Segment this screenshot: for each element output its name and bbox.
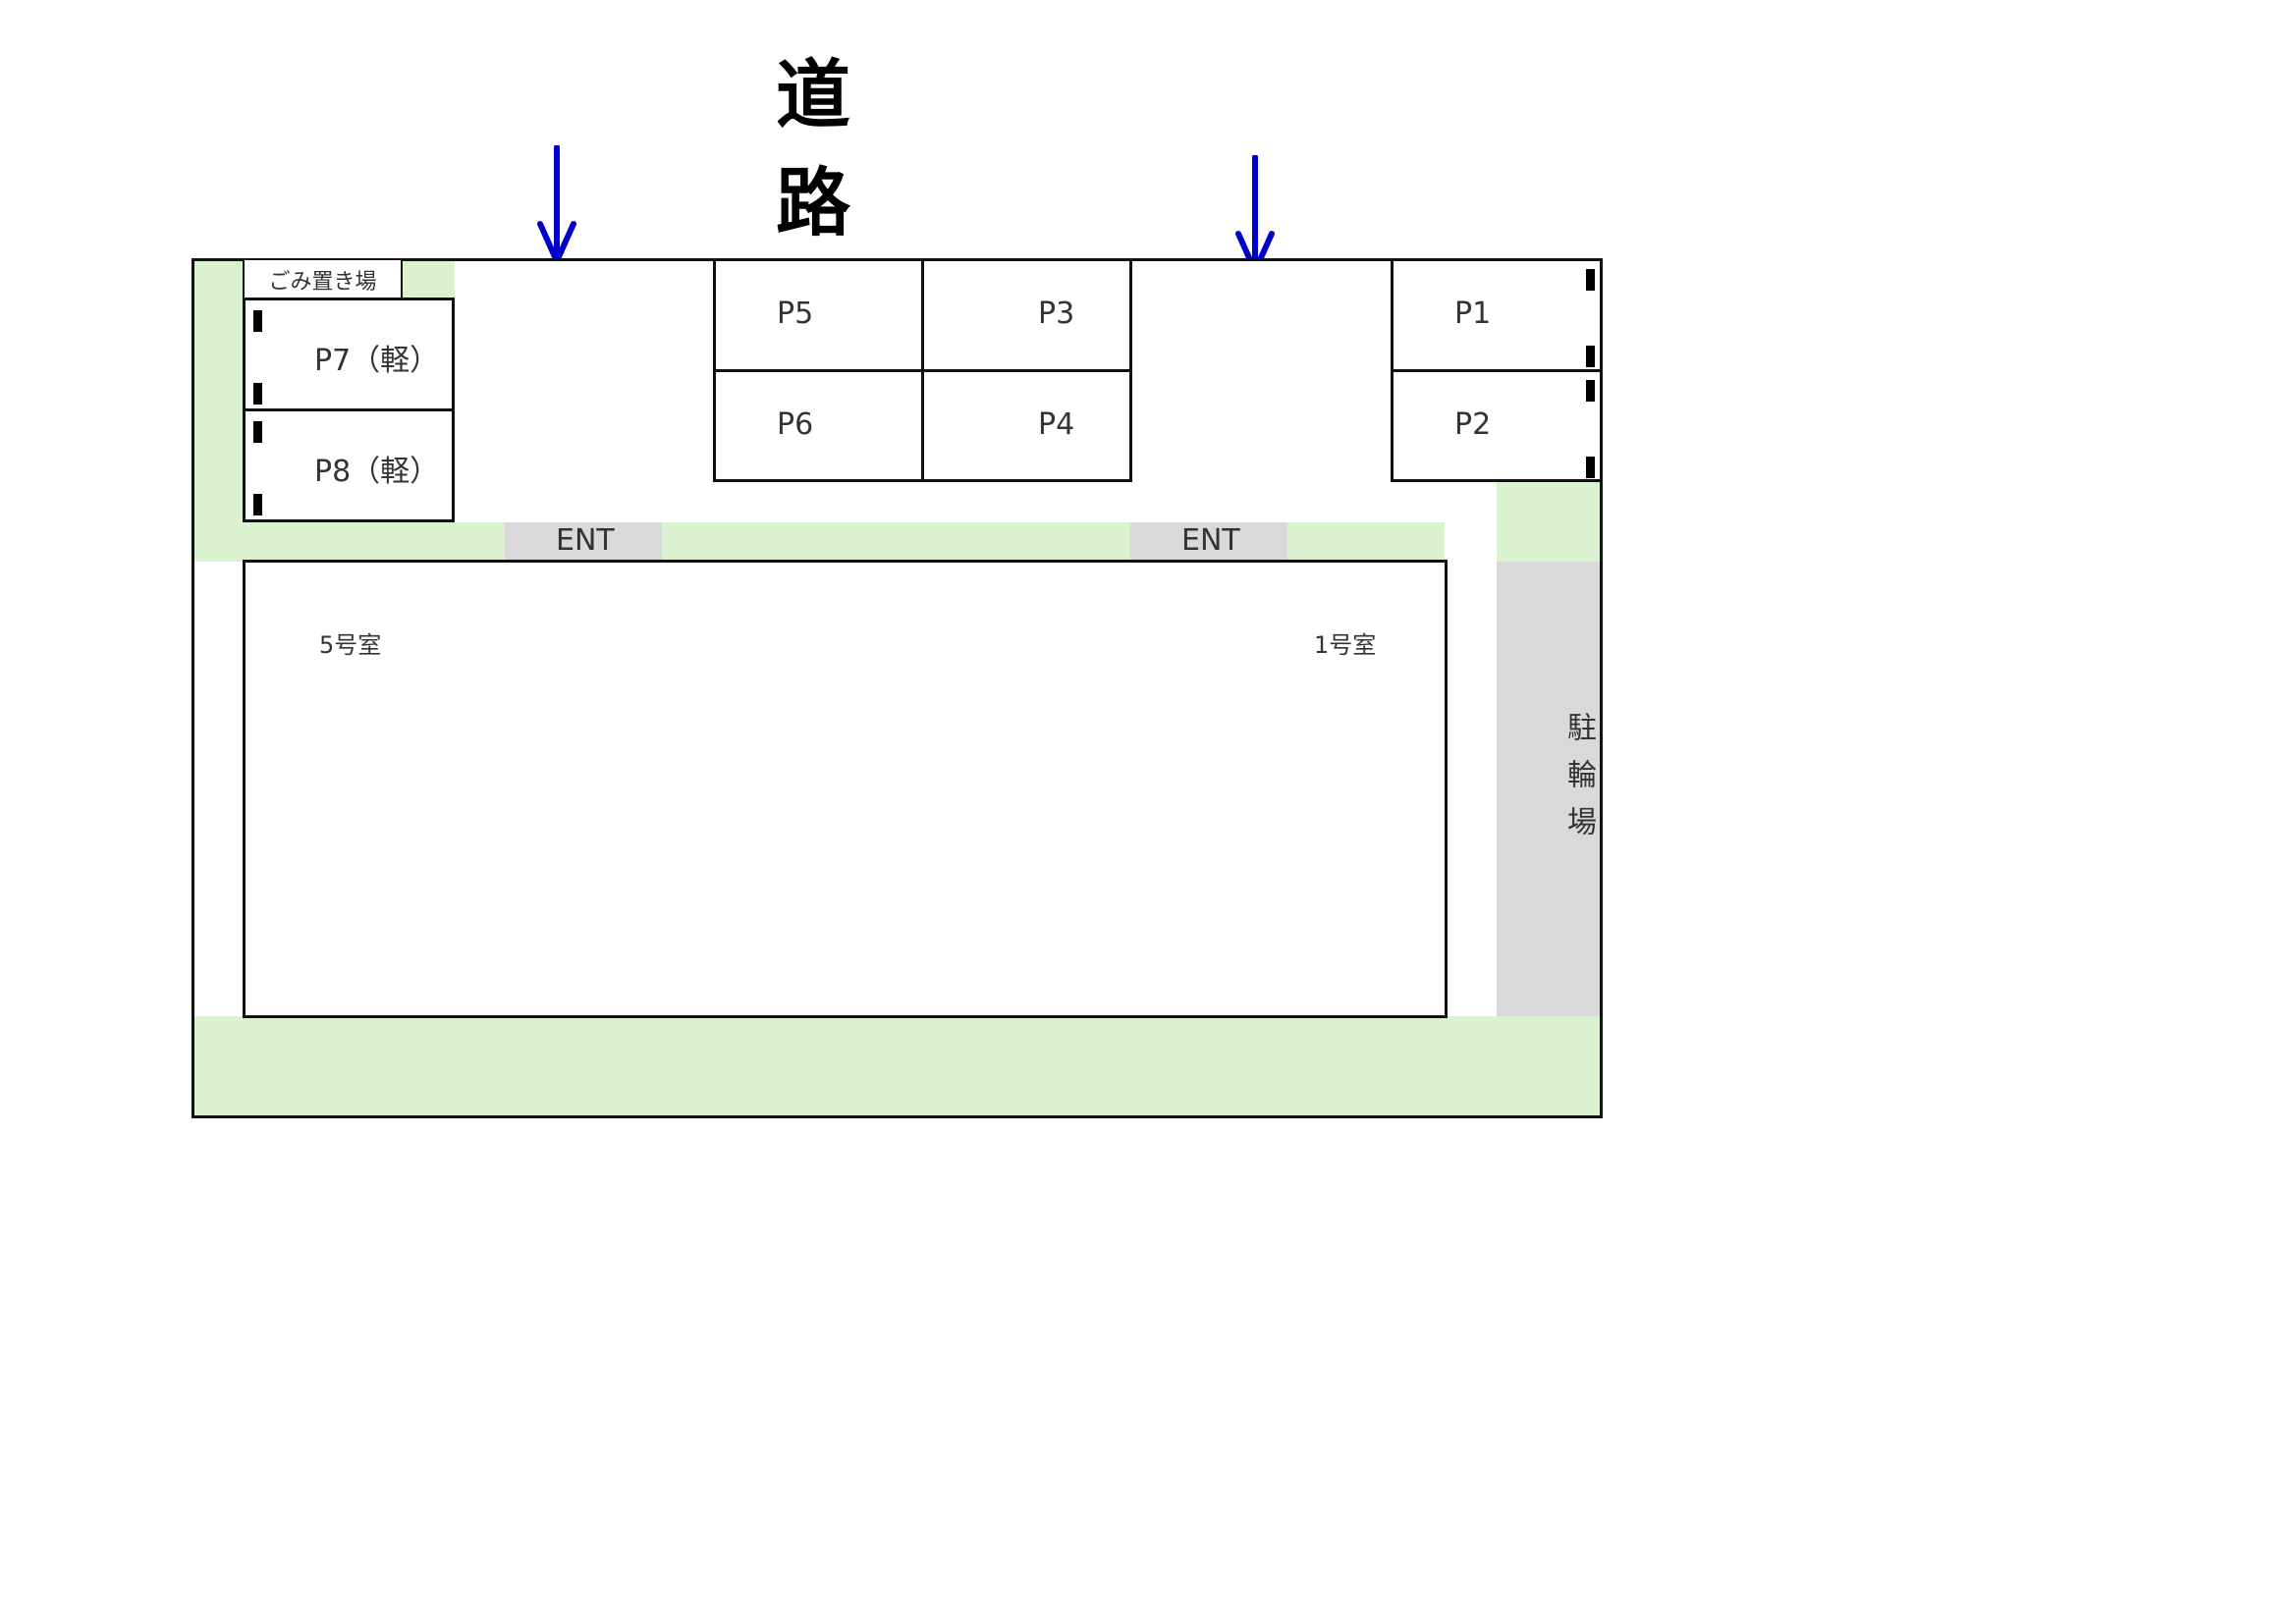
wheel-stop	[253, 383, 262, 405]
parking-space-p7: P7（軽）	[243, 298, 455, 411]
trash-area-label: ごみ置き場	[268, 270, 377, 295]
wheel-stop	[1586, 457, 1595, 478]
entrance-label: ENT	[556, 523, 615, 558]
parking-label: P3	[1038, 297, 1075, 331]
parking-space-p4: P4	[921, 369, 1132, 482]
wheel-stop	[253, 421, 262, 443]
arrow-down-icon-left	[537, 145, 576, 264]
wheel-stop	[253, 310, 262, 332]
entrance-label: ENT	[1181, 523, 1240, 558]
bicycle-parking-label: 駐輪場	[1561, 712, 1596, 853]
parking-space-p8: P8（軽）	[243, 408, 455, 522]
parking-space-p3: P3	[921, 258, 1132, 372]
wheel-stop	[1586, 380, 1595, 402]
parking-label: P4	[1038, 407, 1075, 442]
green-area-bottom	[194, 1016, 1600, 1115]
trash-area: ごみ置き場	[243, 258, 403, 299]
parking-space-p5: P5	[713, 258, 924, 372]
parking-space-p1: P1	[1391, 258, 1603, 372]
parking-label: P6	[777, 407, 814, 442]
parking-label: P7（軽）	[314, 344, 440, 378]
building: 5号室 1号室	[243, 560, 1448, 1018]
wheel-stop	[253, 494, 262, 515]
parking-label: P1	[1454, 297, 1492, 331]
wheel-stop	[1586, 269, 1595, 291]
room-label-1: 1号室	[1314, 631, 1377, 659]
parking-label: P2	[1454, 407, 1492, 442]
parking-space-p6: P6	[713, 369, 924, 482]
parking-label: P5	[777, 297, 814, 331]
road-label: 道 路	[776, 51, 909, 246]
room-label-5: 5号室	[319, 631, 382, 659]
entrance-left: ENT	[505, 522, 662, 562]
green-area-right-upper	[1497, 481, 1600, 562]
bicycle-parking: 駐輪場	[1497, 562, 1600, 1016]
green-area-top-right	[401, 261, 455, 298]
green-area-left-strip	[194, 261, 244, 562]
parking-label: P8（軽）	[314, 455, 440, 489]
wheel-stop	[1586, 346, 1595, 367]
entrance-right: ENT	[1130, 522, 1287, 562]
parking-space-p2: P2	[1391, 369, 1603, 482]
